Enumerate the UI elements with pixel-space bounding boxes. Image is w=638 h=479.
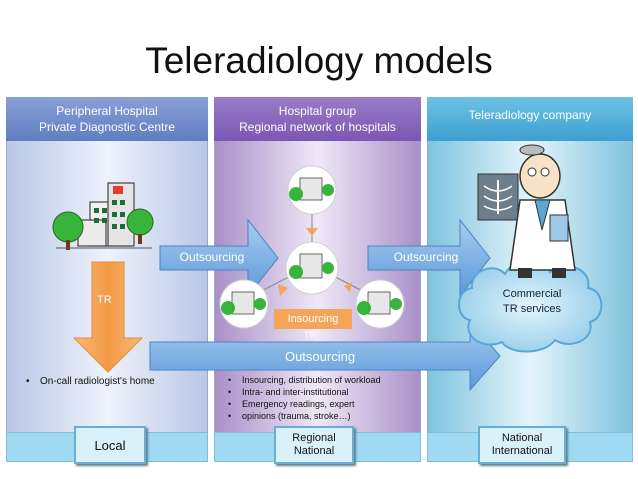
header-line: Peripheral Hospital (56, 104, 158, 118)
scope-tag-text: National (501, 432, 543, 444)
tr-label: TR (97, 294, 112, 306)
bullet-item: Emergency readings, expert (224, 398, 419, 410)
header-line: Hospital group (278, 104, 357, 118)
bullet-item: Insourcing, distribution of workload (224, 374, 419, 386)
page-title: Teleradiology models (145, 40, 493, 81)
header-line: Teleradiology company (468, 108, 592, 122)
outsourcing-label-left: Outsourcing (179, 250, 245, 264)
header-peripheral-hospital: Peripheral Hospital Private Diagnostic C… (6, 97, 208, 141)
hospital-node-right (355, 279, 405, 329)
scope-tag-local: Local (74, 426, 146, 464)
hospital-node-center (285, 241, 339, 295)
bullets-left: On-call radiologist's home (22, 376, 202, 388)
scope-tag-text: Regional (292, 432, 336, 444)
header-line: Regional network of hospitals (239, 120, 396, 134)
bullet-item-continuation: opinions (trauma, stroke…) (224, 410, 419, 422)
bullets-middle: Insourcing, distribution of workload Int… (224, 374, 419, 422)
header-teleradiology-company: Teleradiology company (427, 97, 633, 141)
outsourcing-label-bottom: Outsourcing (284, 349, 356, 364)
doctor-illustration-icon (477, 144, 576, 278)
bullet-item: Intra- and inter-institutional (224, 386, 419, 398)
hospital-node-left (219, 279, 269, 329)
bullet-continuation-text: opinions (trauma, stroke…) (242, 411, 351, 421)
tr-arrow (72, 261, 144, 373)
insourcing-tr-label: TR (304, 330, 316, 340)
bullet-item: On-call radiologist's home (22, 376, 202, 388)
outsourcing-arrow-bottom (149, 320, 501, 392)
cloud-line: Commercial (502, 288, 562, 300)
hospital-network-icon (219, 165, 405, 329)
cloud-line: TR services (502, 303, 562, 315)
scope-tag-text: National (293, 445, 335, 457)
header-hospital-group: Hospital group Regional network of hospi… (214, 97, 421, 141)
scope-tag-text: International (491, 445, 553, 457)
outsourcing-arrow-left (159, 218, 279, 298)
outsourcing-label-right: Outsourcing (393, 250, 459, 264)
peripheral-hospital-icon (52, 182, 154, 250)
scope-tag-text: Local (94, 437, 126, 453)
scope-tag-national: National International (478, 426, 566, 464)
hospital-node-top (287, 165, 337, 215)
cloud-label: Commercial TR services (470, 287, 594, 317)
insourcing-label: Insourcing (274, 309, 352, 329)
header-line: Private Diagnostic Centre (38, 120, 176, 134)
cloud-icon (458, 259, 603, 353)
scope-tag-regional: Regional National (274, 426, 354, 464)
